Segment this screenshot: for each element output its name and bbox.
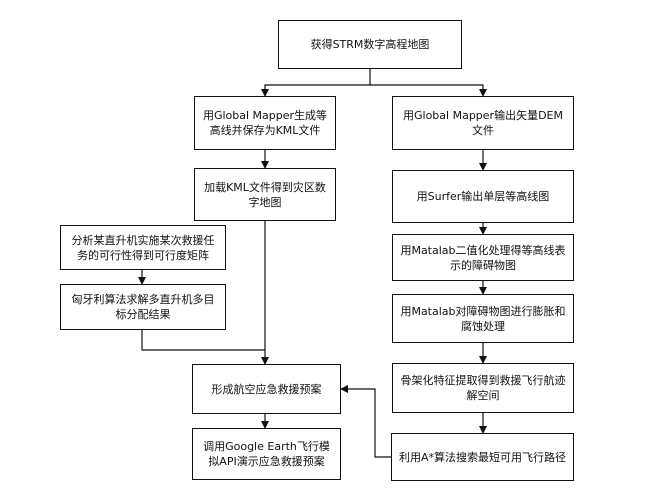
node-matlab-binarize: 用Matalab二值化处理得等高线表示的障碍物图 [392, 234, 574, 281]
node-get-strm-dem: 获得STRM数字高程地图 [278, 20, 462, 69]
node-load-kml-disaster-map: 加载KML文件得到灾区数字地图 [194, 168, 336, 221]
connector-r6-m1 [340, 385, 391, 458]
node-google-earth-demo: 调用Google Earth飞行模拟API演示应急救援预案 [192, 428, 341, 480]
node-feasibility-matrix: 分析某直升机实施某次救援任务的可行性得到可行度矩阵 [60, 225, 226, 270]
connector-l4-merge [141, 330, 265, 351]
node-form-rescue-plan: 形成航空应急救援预案 [192, 364, 341, 414]
node-surfer-contour: 用Surfer输出单层等高线图 [392, 170, 574, 223]
node-matlab-dilate-erode: 用Matalab对障碍物图进行膨胀和腐蚀处理 [392, 294, 574, 343]
node-global-mapper-contour-kml: 用Global Mapper生成等高线并保存为KML文件 [194, 96, 336, 150]
node-skeleton-extraction: 骨架化特征提取得到救援飞行航迹解空间 [392, 363, 574, 413]
connector-split-right [370, 84, 487, 97]
node-hungarian-assignment: 匈牙利算法求解多直升机多目标分配结果 [60, 284, 226, 330]
node-export-vector-dem: 用Global Mapper输出矢量DEM文件 [392, 96, 574, 150]
connector-start-split [261, 69, 371, 97]
node-astar-search: 利用A*算法搜索最短可用飞行路径 [391, 433, 574, 481]
